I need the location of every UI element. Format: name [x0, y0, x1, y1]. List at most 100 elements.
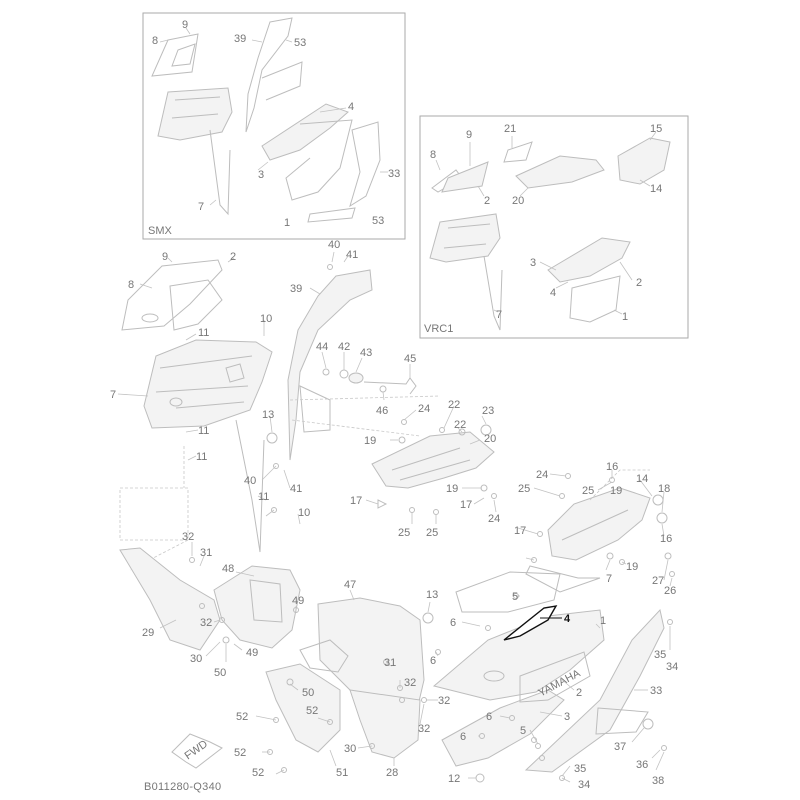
- label-6c: 6: [486, 711, 492, 723]
- inner-panel: [371, 431, 495, 489]
- smx-inset-title: SMX: [148, 225, 173, 237]
- label-13: 13: [262, 409, 274, 421]
- label-5: 5: [512, 591, 518, 603]
- label-40: 40: [328, 239, 340, 251]
- vrc1-inset-frame: [419, 115, 689, 339]
- label-5b: 5: [520, 725, 526, 737]
- label-25d: 25: [582, 485, 594, 497]
- label-52b: 52: [306, 705, 318, 717]
- vrc1-label-20: 20: [512, 195, 524, 207]
- smx-decal-strip: [307, 207, 356, 223]
- side-panel-plate: [455, 571, 561, 613]
- label-11b: 11: [198, 425, 209, 437]
- label-12: 12: [448, 773, 460, 785]
- label-27: 27: [652, 575, 664, 587]
- label-19c: 19: [610, 485, 622, 497]
- cowl-inner-stay: [235, 419, 265, 553]
- air-duct: [547, 487, 651, 561]
- label-11d: 11: [258, 491, 269, 503]
- fastener-42: [339, 369, 349, 379]
- grommet-23: [480, 424, 492, 436]
- smx-label-53b: 53: [372, 215, 384, 227]
- label-17: 17: [350, 495, 362, 507]
- duct-plate: [525, 565, 601, 593]
- vrc1-label-1: 1: [622, 311, 628, 323]
- label-7: 7: [110, 389, 116, 401]
- label-29: 29: [142, 627, 154, 639]
- label-17c: 17: [514, 525, 526, 537]
- label-32e: 32: [418, 723, 430, 735]
- label-3: 3: [564, 711, 570, 723]
- label-32c: 32: [404, 677, 416, 689]
- vrc1-label-21: 21: [504, 123, 516, 135]
- smx-label-3: 3: [258, 169, 264, 181]
- label-42: 42: [338, 341, 350, 353]
- label-32b: 32: [200, 617, 212, 629]
- label-16: 16: [606, 461, 618, 473]
- smx-label-4: 4: [348, 101, 354, 113]
- bolt-12: [475, 773, 485, 783]
- figure-code: B011280-Q340: [144, 781, 221, 793]
- label-26: 26: [664, 585, 676, 597]
- label-52c: 52: [234, 747, 246, 759]
- grommet-13: [266, 432, 278, 444]
- label-23: 23: [482, 405, 494, 417]
- label-19: 19: [364, 435, 376, 447]
- fastener-46: [379, 385, 387, 393]
- side-fairing-1: [432, 609, 605, 701]
- vrc1-duct: [617, 137, 671, 185]
- smx-label-53: 53: [294, 37, 306, 49]
- grommet-13-lower: [422, 612, 434, 624]
- lower-cowl-51: [265, 663, 341, 753]
- label-24: 24: [418, 403, 430, 415]
- label-22b: 22: [454, 419, 466, 431]
- label-36: 36: [636, 759, 648, 771]
- clip-19: [398, 436, 406, 444]
- label-25b: 25: [426, 527, 438, 539]
- label-32: 32: [182, 531, 194, 543]
- label-52: 52: [236, 711, 248, 723]
- smx-label-9: 9: [182, 19, 188, 31]
- vrc1-label-4: 4: [550, 287, 556, 299]
- label-47: 47: [344, 579, 356, 591]
- label-8: 8: [128, 279, 134, 291]
- label-22: 22: [448, 399, 460, 411]
- label-19b: 19: [446, 483, 458, 495]
- label-30: 30: [190, 653, 202, 665]
- label-31: 31: [200, 547, 212, 559]
- cowl-bracket: [287, 269, 373, 461]
- tail-piece-33: [524, 608, 665, 773]
- vrc1-label-7: 7: [496, 309, 502, 321]
- vrc1-sticker-21: [503, 141, 533, 163]
- label-46: 46: [376, 405, 388, 417]
- smx-inset: 9 8 39 53 4 3 33 7 1 53 SMX: [142, 12, 406, 240]
- smx-side-panel: [261, 103, 349, 161]
- label-16b: 16: [660, 533, 672, 545]
- label-38: 38: [652, 775, 664, 787]
- label-6: 6: [450, 617, 456, 629]
- label-1: 1: [600, 615, 606, 627]
- vrc1-label-2b: 2: [636, 277, 642, 289]
- front-cowl: [143, 339, 273, 429]
- label-13b: 13: [426, 589, 438, 601]
- vrc1-sticker-2: [441, 161, 489, 193]
- label-19d: 19: [626, 561, 638, 573]
- label-35: 35: [654, 649, 666, 661]
- smx-label-8: 8: [152, 35, 158, 47]
- label-24c: 24: [536, 469, 548, 481]
- label-6d: 6: [460, 731, 466, 743]
- label-25: 25: [398, 527, 410, 539]
- smx-label-7: 7: [198, 201, 204, 213]
- label-37: 37: [614, 741, 626, 753]
- label-48: 48: [222, 563, 234, 575]
- label-9: 9: [162, 251, 168, 263]
- label-30b: 30: [344, 743, 356, 755]
- front-sticker-2: [169, 279, 223, 331]
- fwd-arrow-icon: FWD: [171, 733, 223, 769]
- smx-label-39: 39: [234, 33, 246, 45]
- label-45: 45: [404, 353, 416, 365]
- smx-inset-frame: [142, 12, 406, 240]
- vrc1-side-panel: [547, 237, 631, 283]
- highlighted-label-4: 4: [564, 613, 571, 625]
